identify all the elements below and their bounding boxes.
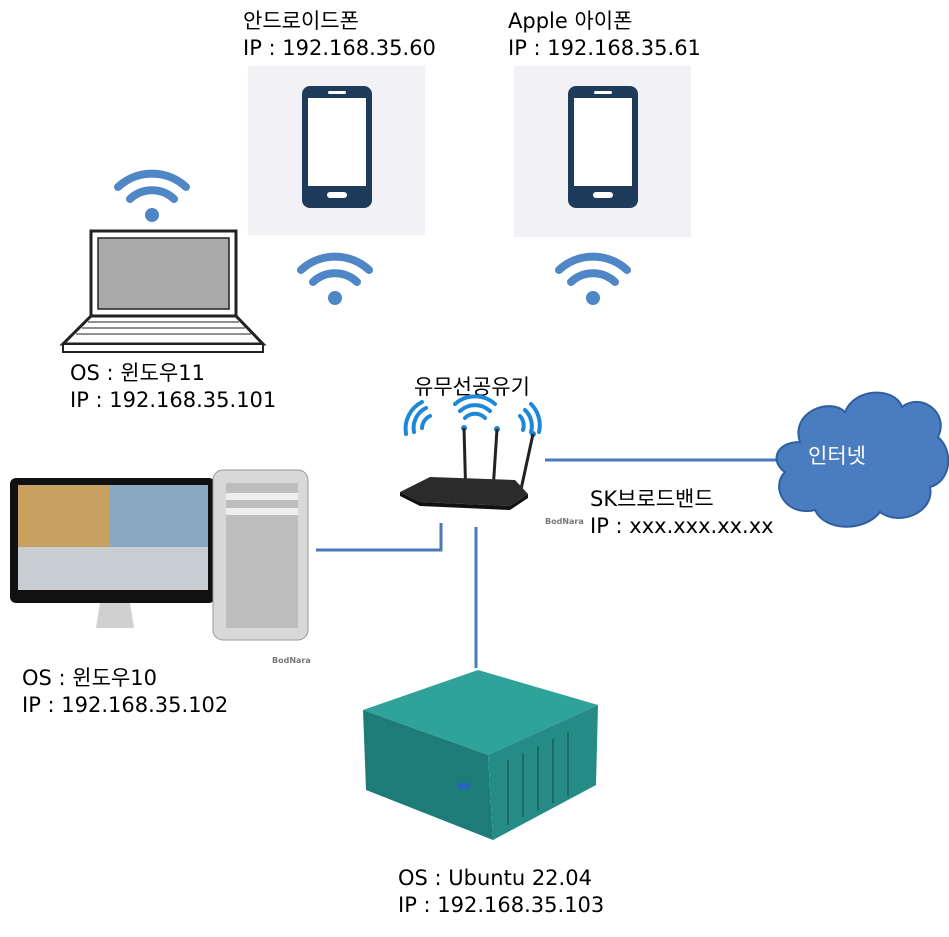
- smartphone-icon: [568, 86, 638, 208]
- desktop-ip: IP : 192.168.35.102: [22, 693, 229, 717]
- laptop-icon: [59, 229, 267, 353]
- laptop-ip: IP : 192.168.35.101: [70, 388, 277, 412]
- minipc-ip: IP : 192.168.35.103: [398, 893, 605, 917]
- iphone-ip: IP : 192.168.35.61: [508, 36, 701, 60]
- laptop-label: OS : 윈도우11 IP : 192.168.35.101: [70, 360, 276, 414]
- wifi-icon: [555, 252, 631, 305]
- isp-label: SK브로드밴드 IP : xxx.xxx.xx.xx: [590, 486, 774, 540]
- router-icon: [400, 394, 542, 510]
- link-router-desktop: [316, 523, 443, 552]
- iphone-name: Apple 아이폰: [508, 9, 633, 33]
- wifi-icon: [297, 252, 373, 305]
- router-watermark: BodNara: [545, 517, 584, 526]
- isp-name: SK브로드밴드: [590, 487, 714, 511]
- android-label: 안드로이드폰 IP : 192.168.35.60: [243, 8, 436, 62]
- minipc-os: OS : Ubuntu 22.04: [398, 866, 592, 890]
- android-phone-panel: [248, 66, 425, 235]
- desktop-computer-icon: [10, 469, 309, 641]
- minipc-label: OS : Ubuntu 22.04 IP : 192.168.35.103: [398, 865, 604, 919]
- mini-pc-icon: [363, 670, 598, 840]
- internet-cloud-icon: [775, 391, 949, 528]
- desktop-watermark: BodNara: [272, 656, 311, 665]
- desktop-label: OS : 윈도우10 IP : 192.168.35.102: [22, 665, 228, 719]
- iphone-panel: [514, 66, 691, 237]
- iphone-label: Apple 아이폰 IP : 192.168.35.61: [508, 8, 701, 62]
- desktop-os: OS : 윈도우10: [22, 666, 157, 690]
- internet-label: 인터넷: [808, 444, 866, 468]
- wifi-icon: [114, 169, 190, 222]
- android-ip: IP : 192.168.35.60: [243, 36, 436, 60]
- isp-ip: IP : xxx.xxx.xx.xx: [590, 514, 774, 538]
- laptop-os: OS : 윈도우11: [70, 361, 205, 385]
- smartphone-icon: [302, 86, 372, 208]
- android-name: 안드로이드폰: [243, 9, 359, 33]
